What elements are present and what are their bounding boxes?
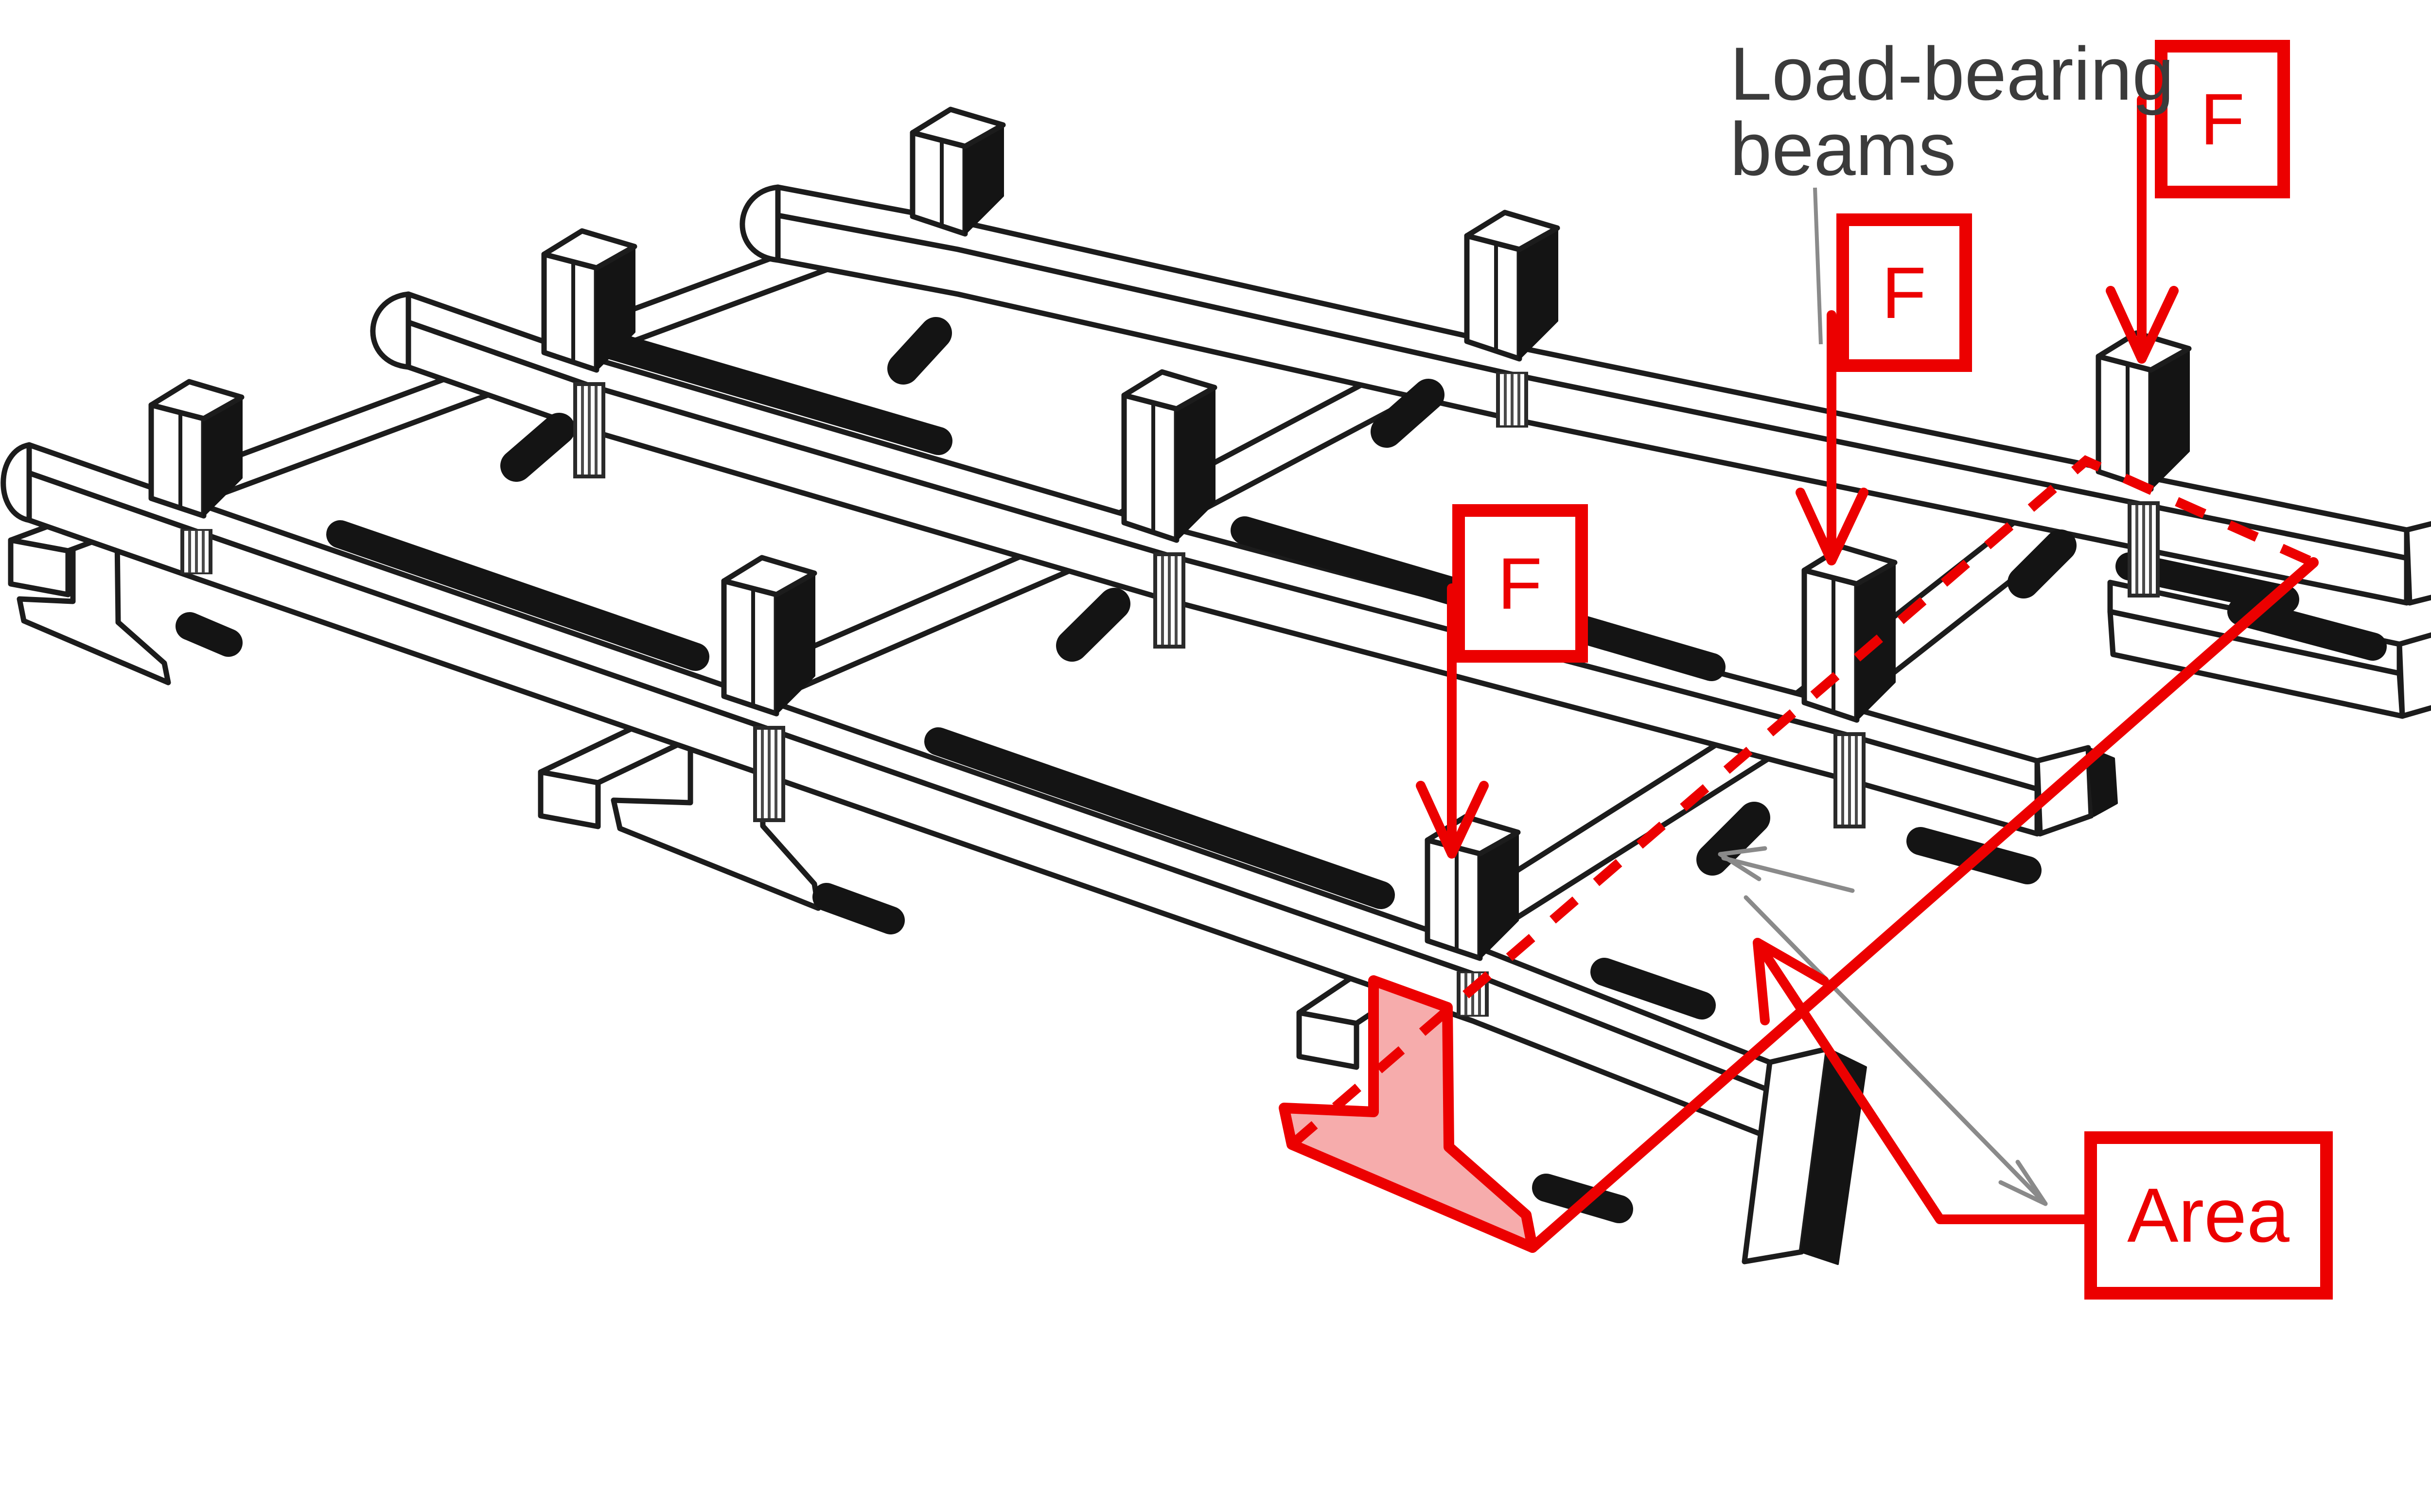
column xyxy=(541,228,637,373)
annotation-overlay: F F F Area xyxy=(1279,40,2333,1300)
force-label-box-3: F xyxy=(1452,504,1588,663)
area-leader-line xyxy=(1753,938,2096,1224)
force-label-box-2: F xyxy=(1836,213,1972,372)
beams-caption-line1: Load-bearing xyxy=(1730,32,2174,116)
force-label-3: F xyxy=(1497,543,1542,624)
footing-cross-section-left xyxy=(17,520,171,686)
pencil-arrows xyxy=(1718,846,2048,1206)
force-arrow-2 xyxy=(1796,310,1868,565)
area-label: Area xyxy=(2127,1173,2290,1258)
column xyxy=(1121,369,1217,543)
area-leader-arrowhead-icon xyxy=(1753,938,1829,1025)
back-beam-end-cap xyxy=(740,184,781,263)
force-arrow-1 xyxy=(2106,95,2179,364)
label-leader-line xyxy=(1813,187,1823,345)
column xyxy=(148,379,245,519)
columns xyxy=(148,106,2192,961)
tributary-area-solid-edge xyxy=(1527,557,2319,1253)
column xyxy=(721,555,817,717)
beams-caption: Load-bearing beams xyxy=(1730,32,2174,191)
force-label-box-1: F xyxy=(2155,40,2290,198)
force-arrow-3 xyxy=(1416,583,1489,859)
column xyxy=(1464,210,1560,362)
column xyxy=(910,106,1006,237)
structure-drawing xyxy=(0,106,2431,1265)
tributary-area-dashed-edge xyxy=(1288,455,2316,1148)
beams-caption-line2: beams xyxy=(1730,107,1956,191)
longitudinal-beams xyxy=(0,184,2431,1265)
force-label-1: F xyxy=(2200,78,2245,160)
area-label-box: Area xyxy=(2084,1131,2333,1300)
force-label-2: F xyxy=(1882,252,1926,334)
